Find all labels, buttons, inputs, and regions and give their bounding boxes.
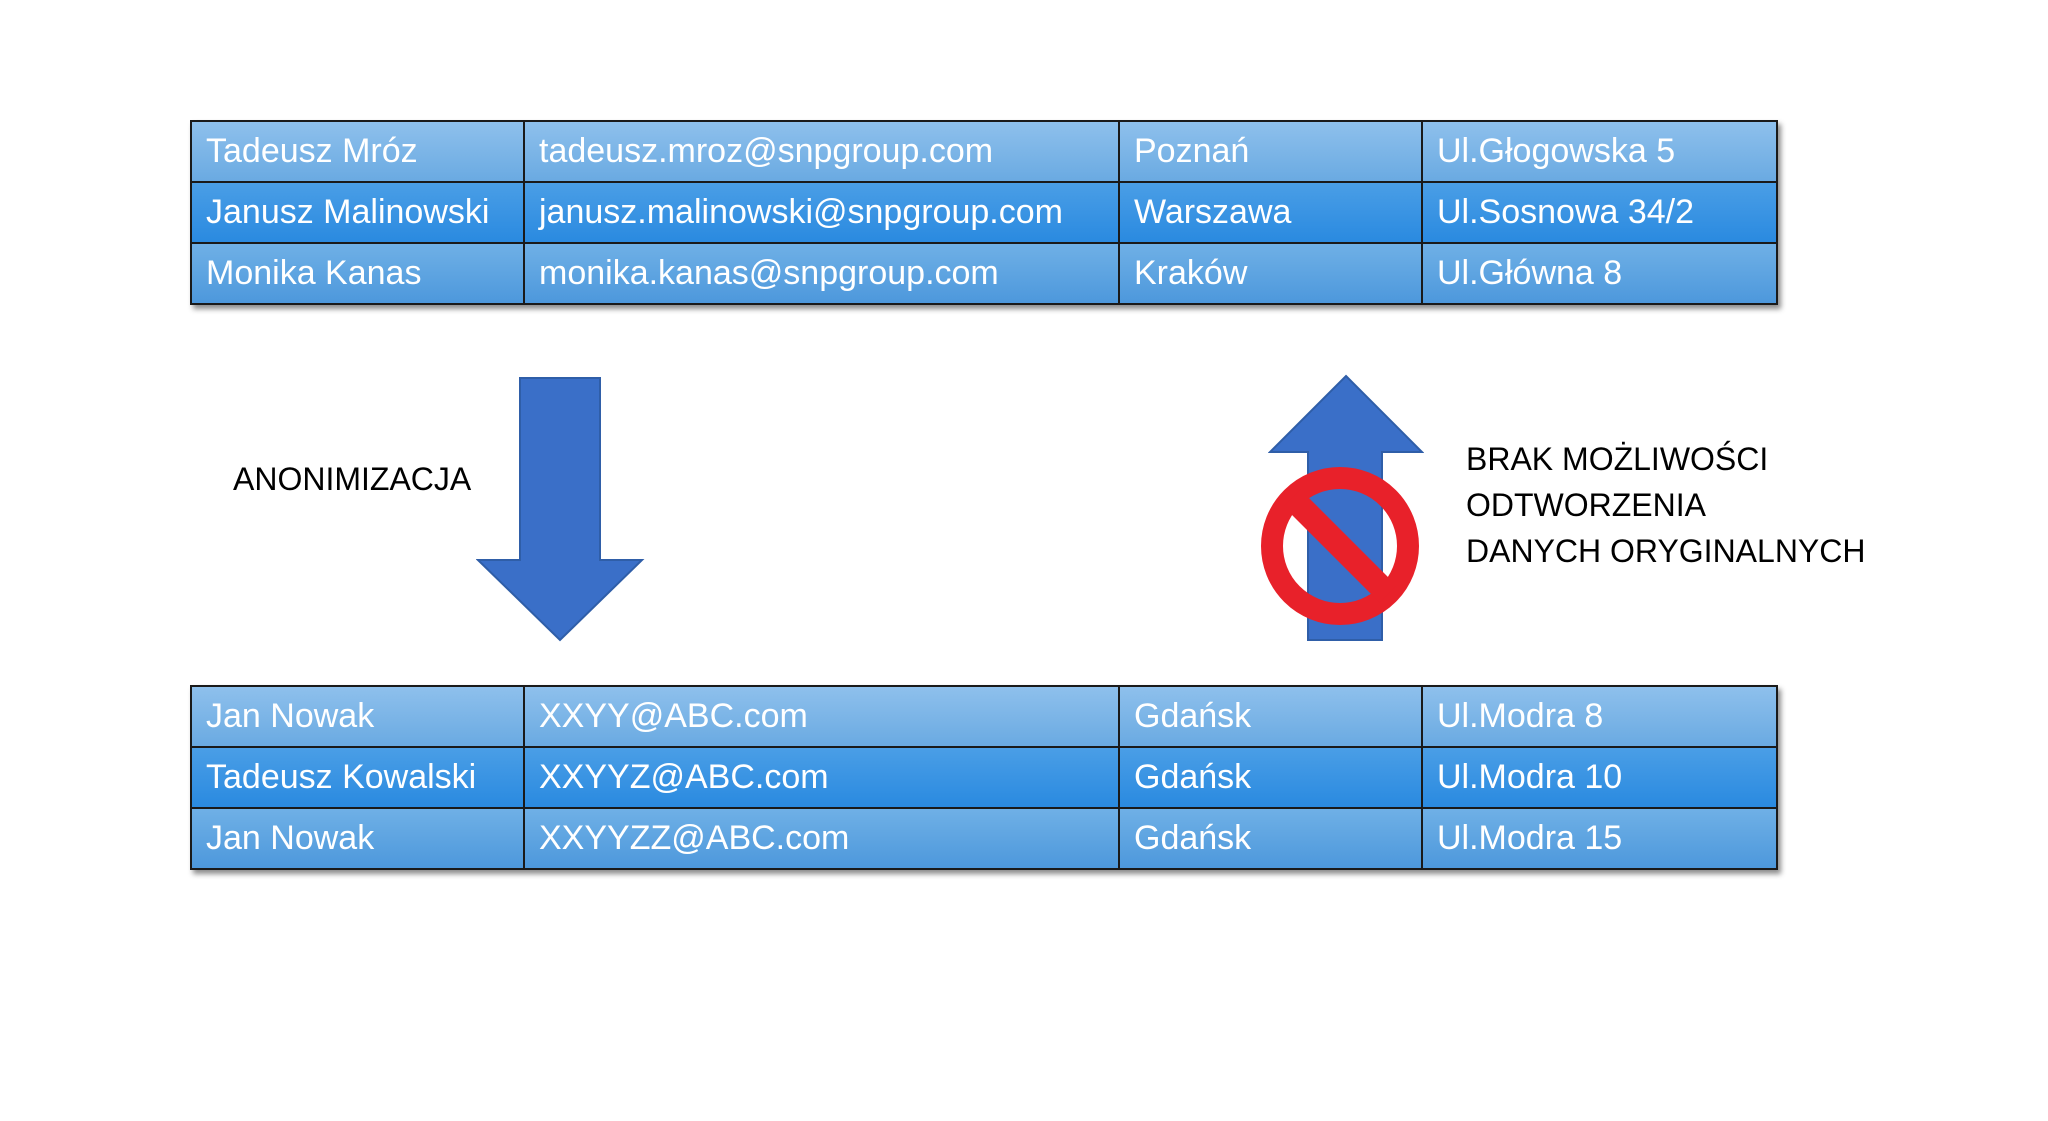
email-cell: tadeusz.mroz@snpgroup.com bbox=[523, 120, 1120, 183]
no-restore-line: BRAK MOŻLIWOŚCI bbox=[1466, 441, 1769, 477]
address-cell: Ul.Sosnowa 34/2 bbox=[1421, 181, 1778, 244]
arrow-up-icon bbox=[1268, 374, 1424, 641]
table-row: Tadeusz Kowalski XXYYZ@ABC.com Gdańsk Ul… bbox=[190, 746, 1778, 809]
address-cell: Ul.Główna 8 bbox=[1421, 242, 1778, 305]
no-restore-line: DANYCH ORYGINALNYCH bbox=[1466, 533, 1866, 569]
address-cell: Ul.Modra 15 bbox=[1421, 807, 1778, 870]
table-row: Monika Kanas monika.kanas@snpgroup.com K… bbox=[190, 242, 1778, 305]
name-cell: Janusz Malinowski bbox=[190, 181, 525, 244]
address-cell: Ul.Modra 10 bbox=[1421, 746, 1778, 809]
table-row: Jan Nowak XXYYZZ@ABC.com Gdańsk Ul.Modra… bbox=[190, 807, 1778, 870]
name-cell: Tadeusz Mróz bbox=[190, 120, 525, 183]
email-cell: XXYY@ABC.com bbox=[523, 685, 1120, 748]
city-cell: Gdańsk bbox=[1118, 807, 1423, 870]
city-cell: Gdańsk bbox=[1118, 746, 1423, 809]
city-cell: Poznań bbox=[1118, 120, 1423, 183]
email-cell: janusz.malinowski@snpgroup.com bbox=[523, 181, 1120, 244]
name-cell: Tadeusz Kowalski bbox=[190, 746, 525, 809]
city-cell: Gdańsk bbox=[1118, 685, 1423, 748]
no-restore-line: ODTWORZENIA bbox=[1466, 487, 1706, 523]
table-row: Tadeusz Mróz tadeusz.mroz@snpgroup.com P… bbox=[190, 120, 1778, 183]
table-row: Jan Nowak XXYY@ABC.com Gdańsk Ul.Modra 8 bbox=[190, 685, 1778, 748]
address-cell: Ul.Głogowska 5 bbox=[1421, 120, 1778, 183]
email-cell: monika.kanas@snpgroup.com bbox=[523, 242, 1120, 305]
anonymization-label: ANONIMIZACJA bbox=[233, 461, 472, 497]
anonymized-data-table: Jan Nowak XXYY@ABC.com Gdańsk Ul.Modra 8… bbox=[190, 685, 1778, 870]
table-row: Janusz Malinowski janusz.malinowski@snpg… bbox=[190, 181, 1778, 244]
city-cell: Warszawa bbox=[1118, 181, 1423, 244]
city-cell: Kraków bbox=[1118, 242, 1423, 305]
no-entry-icon bbox=[1261, 467, 1419, 625]
name-cell: Jan Nowak bbox=[190, 685, 525, 748]
email-cell: XXYYZ@ABC.com bbox=[523, 746, 1120, 809]
name-cell: Jan Nowak bbox=[190, 807, 525, 870]
arrow-down-icon bbox=[476, 377, 645, 642]
address-cell: Ul.Modra 8 bbox=[1421, 685, 1778, 748]
name-cell: Monika Kanas bbox=[190, 242, 525, 305]
original-data-table: Tadeusz Mróz tadeusz.mroz@snpgroup.com P… bbox=[190, 120, 1778, 305]
no-restore-label: BRAK MOŻLIWOŚCI ODTWORZENIA DANYCH ORYGI… bbox=[1466, 436, 1865, 574]
email-cell: XXYYZZ@ABC.com bbox=[523, 807, 1120, 870]
